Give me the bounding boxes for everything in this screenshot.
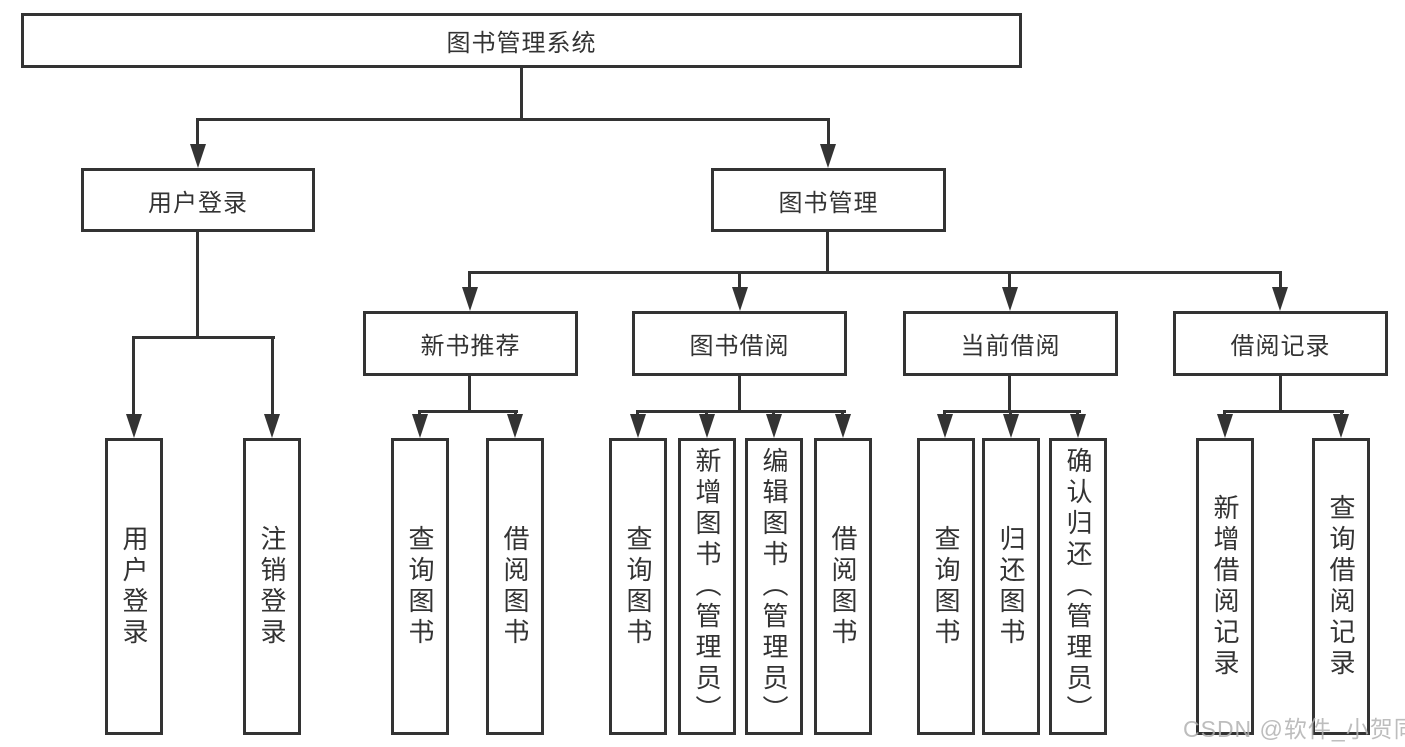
leaf-add-book-admin: 新增图书（管理员） bbox=[678, 438, 736, 735]
leaf-add-borrow-record-label: 新增借阅记录 bbox=[1210, 493, 1240, 680]
node-root: 图书管理系统 bbox=[21, 13, 1022, 68]
connector-drop-leaf bbox=[271, 336, 274, 418]
connector-root-split bbox=[196, 118, 830, 121]
connector-drop-l3 bbox=[468, 271, 471, 291]
leaf-logout: 注销登录 bbox=[243, 438, 301, 735]
arrow-down-icon bbox=[1217, 414, 1233, 438]
node-borrow-records: 借阅记录 bbox=[1173, 311, 1388, 376]
connector-book-borrow-split bbox=[636, 410, 846, 413]
connector-borrow-records-stem bbox=[1279, 373, 1282, 413]
leaf-edit-book-admin-label: 编辑图书（管理员） bbox=[759, 447, 789, 726]
leaf-logout-label: 注销登录 bbox=[257, 524, 287, 649]
arrow-down-icon bbox=[699, 414, 715, 438]
leaf-query-borrow-record-label: 查询借阅记录 bbox=[1326, 493, 1356, 680]
leaf-query-books-label: 查询图书 bbox=[623, 524, 653, 649]
arrow-down-icon bbox=[630, 414, 646, 438]
csdn-watermark: CSDN @软件_小贺同学 bbox=[1183, 716, 1405, 742]
connector-new-book-stem bbox=[468, 373, 471, 413]
arrow-down-icon bbox=[732, 287, 748, 311]
arrow-down-icon bbox=[937, 414, 953, 438]
node-root-label: 图书管理系统 bbox=[446, 30, 597, 57]
node-book-borrow-label: 图书借阅 bbox=[689, 333, 790, 360]
node-current-borrow: 当前借阅 bbox=[903, 311, 1118, 376]
connector-drop-l3 bbox=[1008, 271, 1011, 291]
leaf-borrow-books-newrec: 借阅图书 bbox=[486, 438, 544, 735]
node-new-book-rec-label: 新书推荐 bbox=[420, 333, 521, 360]
leaf-borrow-books-2: 借阅图书 bbox=[814, 438, 872, 735]
arrow-down-icon bbox=[507, 414, 523, 438]
arrow-down-icon bbox=[126, 414, 142, 438]
connector-user-login-split bbox=[132, 336, 275, 339]
node-new-book-rec: 新书推荐 bbox=[363, 311, 578, 376]
leaf-query-borrow-record: 查询借阅记录 bbox=[1312, 438, 1370, 735]
leaf-return-book-label: 归还图书 bbox=[996, 524, 1026, 649]
connector-drop-user-login bbox=[196, 118, 199, 148]
arrow-down-icon bbox=[1003, 414, 1019, 438]
connector-current-borrow-stem bbox=[1008, 373, 1011, 413]
arrow-down-icon bbox=[835, 414, 851, 438]
connector-drop-l3 bbox=[1279, 271, 1282, 291]
connector-drop-leaf bbox=[132, 336, 135, 418]
connector-current-borrow-split bbox=[943, 410, 1081, 413]
node-user-login: 用户登录 bbox=[81, 168, 315, 232]
leaf-query-books-borrow: 查询图书 bbox=[609, 438, 667, 735]
node-book-mgmt-label: 图书管理 bbox=[778, 189, 879, 217]
leaf-query-books-label: 查询图书 bbox=[931, 524, 961, 649]
arrow-down-icon bbox=[190, 144, 206, 168]
node-borrow-records-label: 借阅记录 bbox=[1230, 333, 1331, 360]
node-book-borrow: 图书借阅 bbox=[632, 311, 847, 376]
connector-book-mgmt-split bbox=[468, 271, 1282, 274]
leaf-query-books-current: 查询图书 bbox=[917, 438, 975, 735]
connector-book-borrow-stem bbox=[738, 373, 741, 413]
leaf-borrow-books-label: 借阅图书 bbox=[828, 524, 858, 649]
arrow-down-icon bbox=[264, 414, 280, 438]
leaf-user-login: 用户登录 bbox=[105, 438, 163, 735]
leaf-query-books-label: 查询图书 bbox=[405, 524, 435, 649]
leaf-add-borrow-record: 新增借阅记录 bbox=[1196, 438, 1254, 735]
arrow-down-icon bbox=[1272, 287, 1288, 311]
arrow-down-icon bbox=[766, 414, 782, 438]
node-current-borrow-label: 当前借阅 bbox=[960, 333, 1061, 360]
leaf-return-book: 归还图书 bbox=[982, 438, 1040, 735]
arrow-down-icon bbox=[462, 287, 478, 311]
arrow-down-icon bbox=[820, 144, 836, 168]
arrow-down-icon bbox=[1070, 414, 1086, 438]
leaf-user-login-label: 用户登录 bbox=[119, 524, 149, 649]
connector-drop-l3 bbox=[738, 271, 741, 291]
connector-user-login-stem bbox=[196, 229, 199, 339]
node-user-login-label: 用户登录 bbox=[148, 189, 248, 217]
leaf-confirm-return-admin: 确认归还（管理员） bbox=[1049, 438, 1107, 735]
connector-drop-book-mgmt bbox=[827, 118, 830, 148]
connector-new-book-split bbox=[418, 410, 518, 413]
connector-borrow-records-split bbox=[1223, 410, 1344, 413]
node-book-mgmt: 图书管理 bbox=[711, 168, 946, 232]
arrow-down-icon bbox=[412, 414, 428, 438]
arrow-down-icon bbox=[1002, 287, 1018, 311]
connector-book-mgmt-stem bbox=[826, 229, 829, 274]
leaf-confirm-return-admin-label: 确认归还（管理员） bbox=[1063, 447, 1093, 726]
leaf-query-books-newrec: 查询图书 bbox=[391, 438, 449, 735]
arrow-down-icon bbox=[1333, 414, 1349, 438]
connector-root-stem bbox=[520, 66, 523, 121]
leaf-borrow-books-label: 借阅图书 bbox=[500, 524, 530, 649]
leaf-add-book-admin-label: 新增图书（管理员） bbox=[692, 447, 722, 726]
leaf-edit-book-admin: 编辑图书（管理员） bbox=[745, 438, 803, 735]
